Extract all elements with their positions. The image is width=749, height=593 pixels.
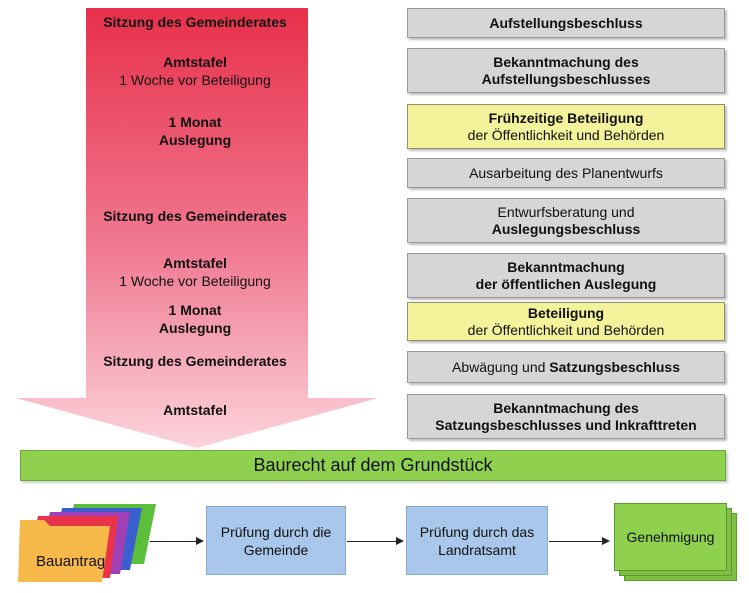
step-entwurfsberatung: Entwurfsberatung und Auslegungsbeschluss — [407, 198, 725, 243]
genehmigung-label: Genehmigung — [626, 529, 715, 545]
pruefung-landratsamt-line1: Prüfung durch das — [419, 523, 535, 540]
step-beteiligung: Beteiligung der Öffentlichkeit und Behör… — [407, 302, 725, 341]
arrow-label-sitzung-1: Sitzung des Gemeinderates — [103, 14, 287, 30]
step-aufstellungsbeschluss: Aufstellungsbeschluss — [407, 8, 725, 38]
step-bekanntmachung-aufstellung: Bekanntmachung des Aufstellungsbeschluss… — [407, 48, 725, 93]
bauantrag-label: Bauantrag — [36, 553, 106, 570]
step-satzungsbeschluss-text: Satzungsbeschluss — [549, 358, 680, 375]
arrow-connector-1 — [150, 537, 204, 545]
pruefung-landratsamt-box: Prüfung durch das Landratsamt — [406, 506, 548, 575]
step-fruehzeitige-beteiligung: Frühzeitige Beteiligung der Öffentlichke… — [407, 104, 725, 149]
step-ausarbeitung-planentwurf: Ausarbeitung des Planentwurfs — [407, 158, 725, 188]
genehmigung-box: Genehmigung — [614, 503, 727, 571]
step-bekanntmachung-auslegung: Bekanntmachung der öffentlichen Auslegun… — [407, 253, 725, 298]
arrow-label-sitzung-3: Sitzung des Gemeinderates — [103, 353, 287, 369]
pruefung-gemeinde-line2: Gemeinde — [243, 541, 309, 558]
pruefung-gemeinde-line1: Prüfung durch die — [220, 523, 332, 540]
timeline-arrow — [16, 8, 378, 448]
baurecht-banner: Baurecht auf dem Grundstück — [20, 450, 726, 481]
baurecht-text: Baurecht auf dem Grundstück — [253, 455, 493, 475]
step-bekanntmachung-satzung: Bekanntmachung des Satzungsbeschlusses u… — [407, 394, 725, 439]
arrow-label-amtstafel-3: Amtstafel — [163, 402, 227, 418]
pruefung-gemeinde-box: Prüfung durch die Gemeinde — [206, 506, 346, 575]
arrow-connector-2 — [347, 537, 404, 545]
step-abwaegung-text: Abwägung und — [451, 358, 550, 375]
arrow-label-amtstafel-2: Amtstafel 1 Woche vor Beteiligung — [119, 255, 271, 289]
bauantrag-folders-icon — [18, 504, 156, 582]
arrow-label-amtstafel-1: Amtstafel 1 Woche vor Beteiligung — [119, 54, 271, 88]
arrow-connector-3 — [549, 537, 610, 545]
arrow-label-monat-2: 1 Monat Auslegung — [158, 302, 232, 336]
step-abwaegung-satzungsbeschluss: Abwägung und Satzungsbeschluss — [407, 351, 725, 383]
arrow-label-monat-1: 1 Monat Auslegung — [158, 114, 232, 148]
arrow-label-sitzung-2: Sitzung des Gemeinderates — [103, 208, 287, 224]
pruefung-landratsamt-line2: Landratsamt — [438, 541, 516, 558]
